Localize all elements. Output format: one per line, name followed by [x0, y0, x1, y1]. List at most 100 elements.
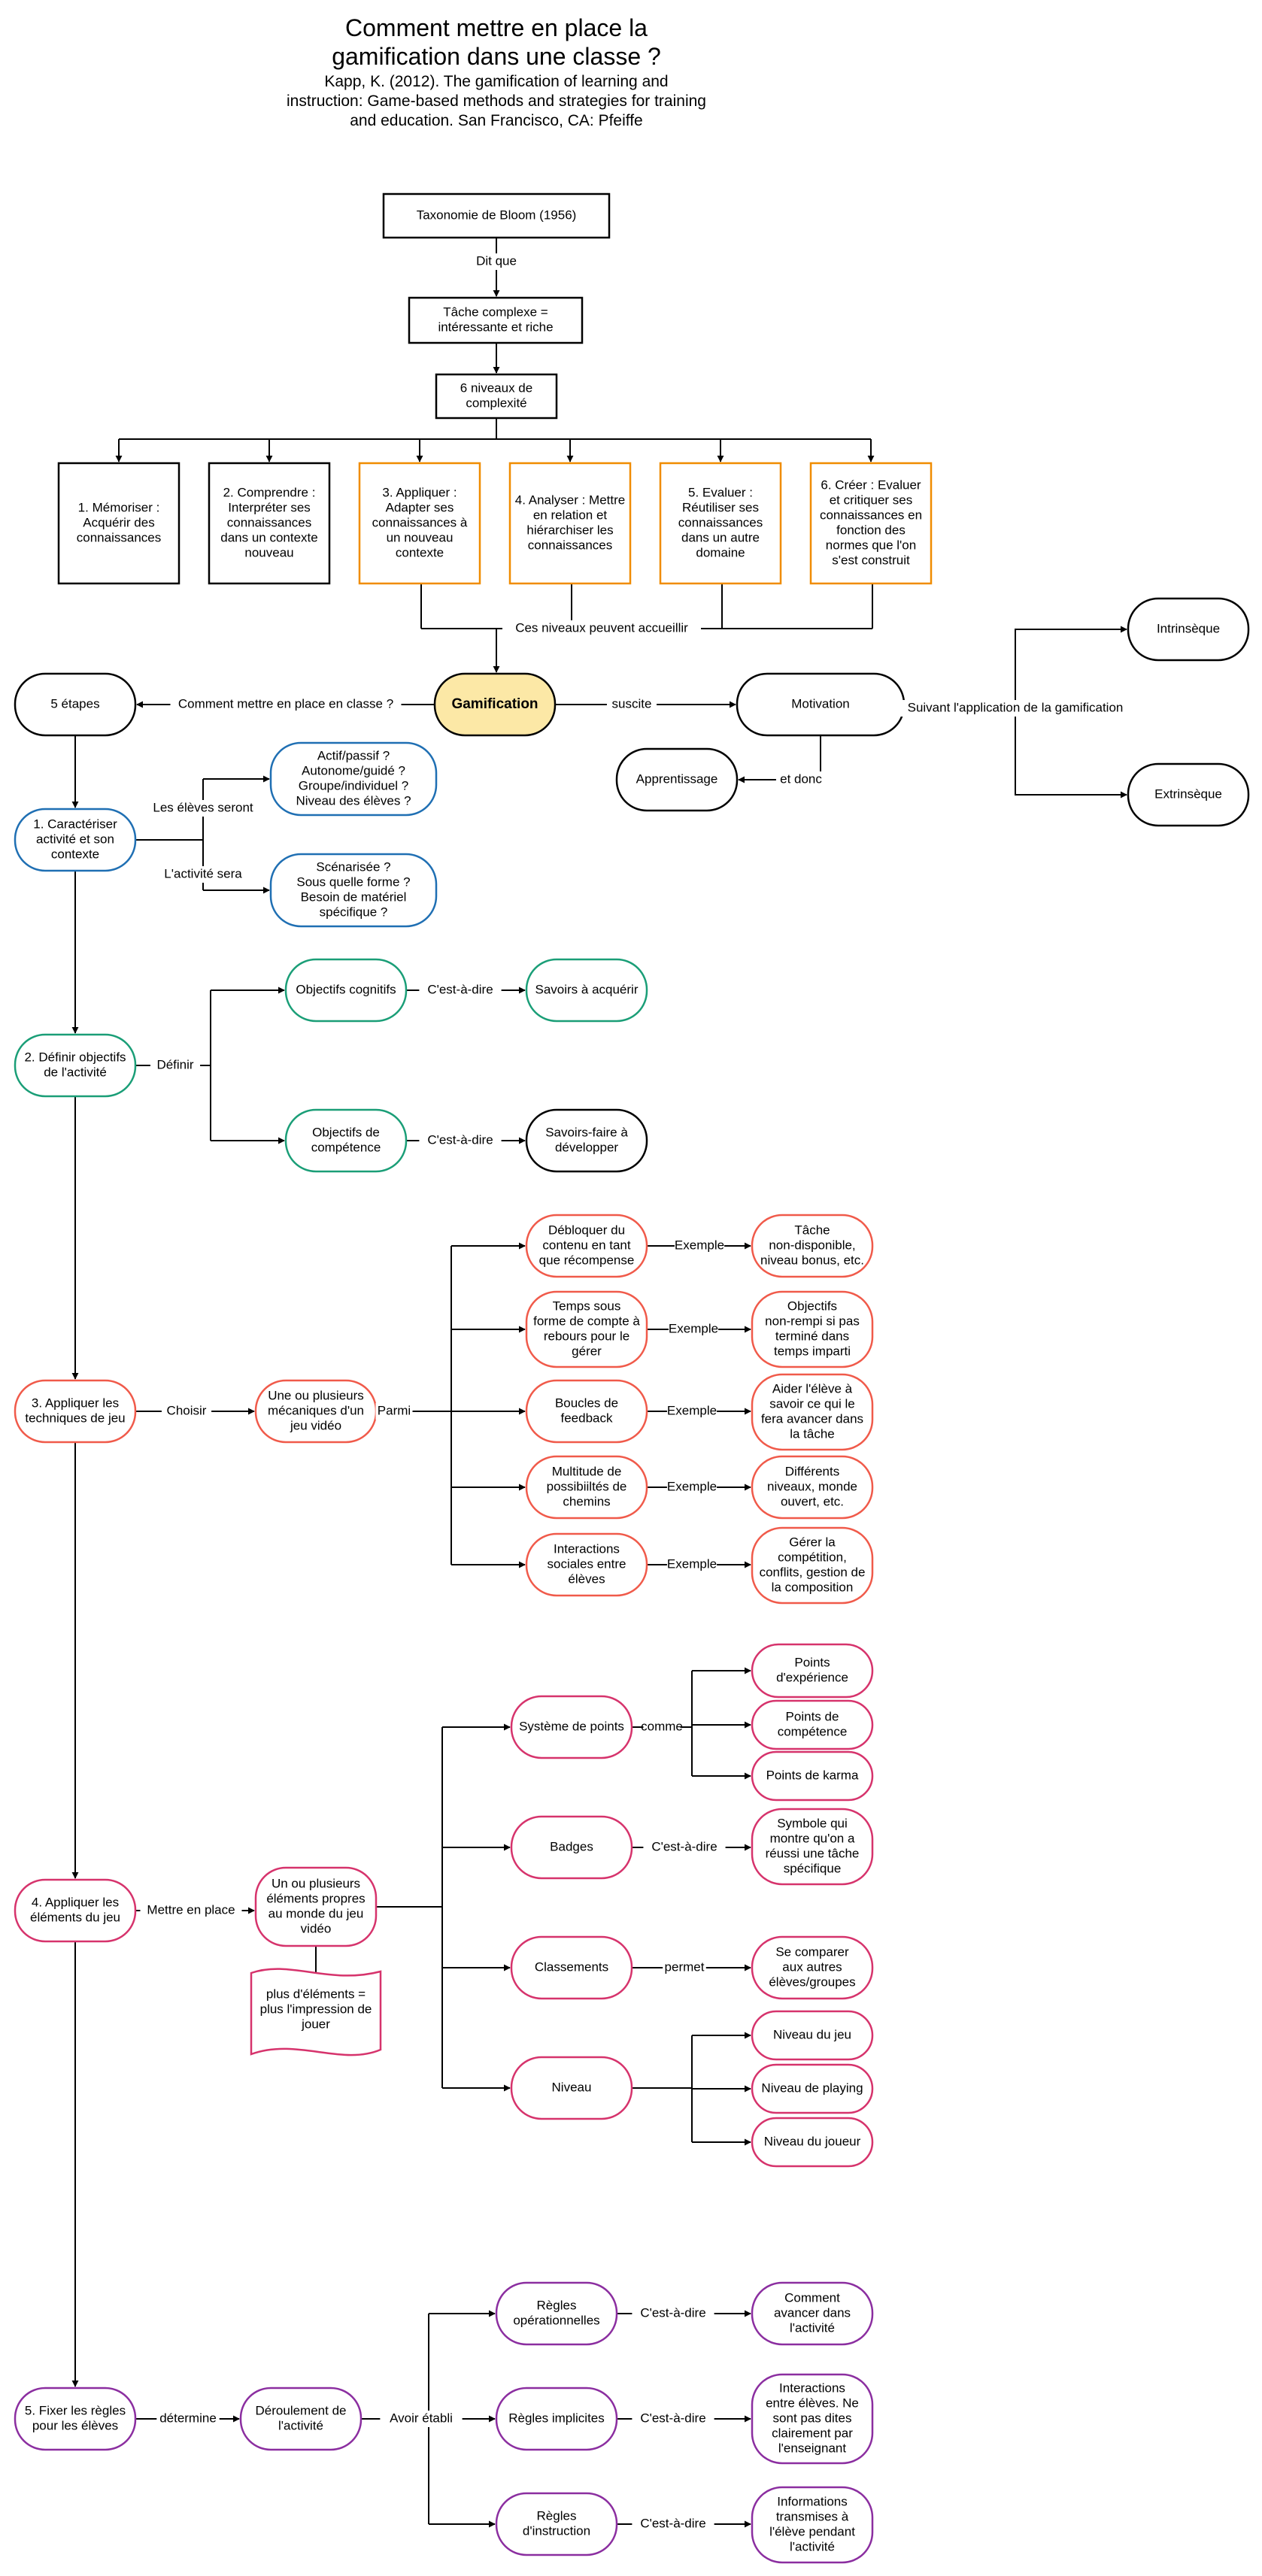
- node-competence-line: compétence: [311, 1140, 381, 1154]
- node-analyser-shape: [508, 462, 632, 585]
- edge-label-suscite: suscite: [606, 696, 657, 713]
- node-activite-line: Besoin de matériel: [301, 889, 407, 904]
- node-e1-line: contexte: [51, 847, 99, 861]
- node-boucles-line: Boucles de: [555, 1396, 618, 1410]
- node-extrinseque: Extrinsèque: [1127, 762, 1250, 827]
- node-boucles_ex-line: fera avancer dans: [761, 1411, 863, 1426]
- edge-label-ex1: Exemple: [674, 1238, 725, 1254]
- node-symbole-line: Symbole qui: [777, 1816, 848, 1830]
- edge-label-text: Choisir: [167, 1403, 207, 1417]
- edge-label-parmi: Parmi: [375, 1403, 413, 1420]
- node-badges-shape: [510, 1815, 633, 1880]
- node-temps_ex-line: temps imparti: [774, 1344, 851, 1358]
- node-regimp: Règles implicites: [495, 2387, 618, 2451]
- node-njeu-line: Niveau du jeu: [773, 2027, 851, 2041]
- edge-label-bg: [606, 696, 657, 713]
- edge-label-bg: [375, 1403, 413, 1420]
- node-debloquer-shape: [525, 1214, 648, 1278]
- node-reginst-shape: [495, 2492, 618, 2556]
- node-temps-line: rebours pour le: [544, 1329, 629, 1343]
- node-comment-shape: [751, 2281, 874, 2346]
- node-temps_ex-shape: [751, 1290, 874, 1368]
- node-cognitifs-shape: [284, 958, 408, 1023]
- edge-label-ex5: Exemple: [666, 1556, 717, 1573]
- connector: [1015, 705, 1127, 799]
- node-activite-line: Sous quelle forme ?: [296, 874, 410, 889]
- edge-label-text: Exemple: [675, 1238, 724, 1252]
- node-e5-line: pour les élèves: [32, 2418, 118, 2432]
- node-classements-shape: [510, 1935, 633, 2000]
- node-njeu-text: Niveau du jeu: [773, 2027, 851, 2041]
- node-comprendre-line: dans un contexte: [220, 530, 317, 544]
- node-motivation-line: Motivation: [791, 696, 849, 711]
- node-creer-shape: [809, 462, 933, 585]
- edge-label-bg: [632, 2305, 714, 2322]
- node-deroulement-shape: [239, 2387, 363, 2451]
- edge-label-bg: [380, 2411, 463, 2427]
- node-evaluer-line: 5. Evaluer :: [688, 485, 753, 499]
- edge-label-suivant: Suivant l'application de la gamification: [884, 700, 1147, 717]
- node-badges-line: Badges: [550, 1839, 593, 1853]
- node-classements: Classements: [510, 1935, 633, 2000]
- node-multitude_ex-shape: [751, 1455, 874, 1520]
- diagram-title-block: Comment mettre en place la gamification …: [286, 14, 707, 131]
- edge-label-determine: détermine: [156, 2411, 220, 2427]
- node-activite-line: Scénarisée ?: [316, 859, 390, 874]
- node-e1-line: activité et son: [36, 832, 114, 846]
- diagram-reference: Kapp, K. (2012). The gamification of lea…: [287, 73, 706, 129]
- node-competence-line: Objectifs de: [312, 1125, 380, 1139]
- node-badges: Badges: [510, 1815, 633, 1880]
- node-debloquer_ex-line: non-disponible,: [769, 1238, 855, 1252]
- node-symbole-line: réussi une tâche: [766, 1846, 860, 1860]
- node-eleves-line: Actif/passif ?: [317, 748, 390, 762]
- node-eleves-line: Niveau des élèves ?: [296, 793, 411, 808]
- node-evaluer-line: dans un autre: [681, 530, 760, 544]
- edge-label-bg: [471, 253, 522, 270]
- edge-label-bg: [884, 700, 1147, 717]
- node-regimp-shape: [495, 2387, 618, 2451]
- node-motivation-text: Motivation: [791, 696, 849, 711]
- node-regimp-line: Règles implicites: [508, 2411, 605, 2425]
- node-multitude-shape: [525, 1455, 648, 1520]
- node-comparer-line: élèves/groupes: [769, 1974, 855, 1989]
- node-cognitifs-text: Objectifs cognitifs: [296, 982, 396, 996]
- edge-label-bg: [156, 2411, 220, 2427]
- node-points-line: Système de points: [519, 1719, 624, 1733]
- edge-label-bg: [140, 1902, 242, 1919]
- edge-label-definir: Définir: [150, 1057, 201, 1074]
- edge-label-bg: [170, 696, 402, 713]
- node-debloquer_ex-shape: [751, 1214, 874, 1278]
- node-niveau-text: Niveau: [552, 2080, 592, 2094]
- node-cognitifs-line: Objectifs cognitifs: [296, 982, 396, 996]
- node-regop-line: opérationnelles: [513, 2313, 599, 2327]
- edge-label-bg: [666, 1403, 717, 1420]
- node-interel-line: sont pas dites: [773, 2411, 852, 2425]
- node-pkarma: Points de karma: [751, 1750, 874, 1802]
- edge-label-avoir_etabli: Avoir établi: [380, 2411, 463, 2427]
- node-elements-shape: [254, 1866, 378, 1947]
- node-activite: Scénarisée ?Sous quelle forme ?Besoin de…: [269, 853, 438, 928]
- edge-label-ex2: Exemple: [668, 1321, 719, 1338]
- edge-label-bg: [152, 866, 254, 883]
- node-badges-text: Badges: [550, 1839, 593, 1853]
- node-plus-line: jouer: [301, 2017, 330, 2031]
